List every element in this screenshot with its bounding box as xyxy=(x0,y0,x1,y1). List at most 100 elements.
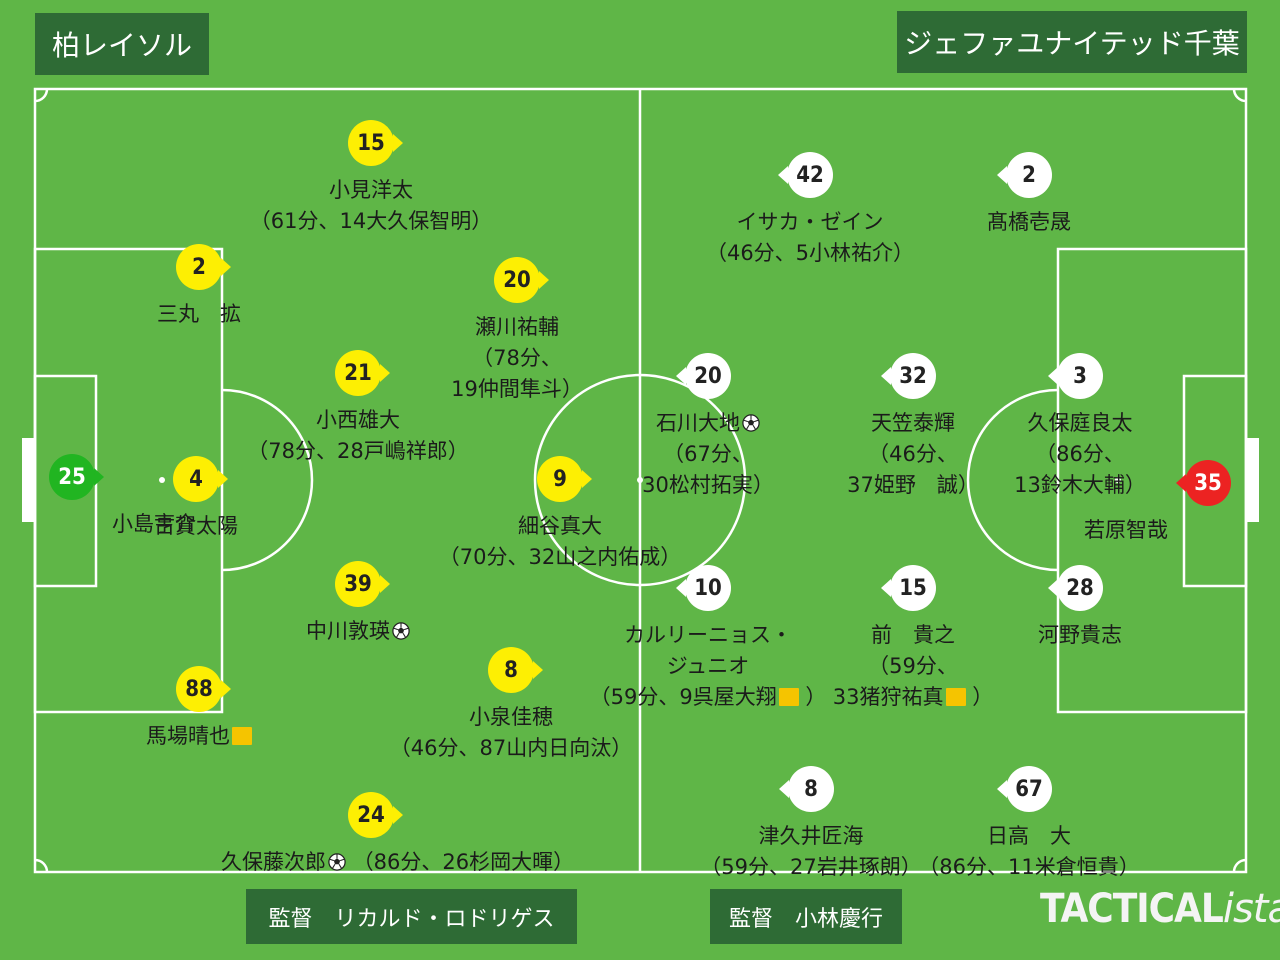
direction-arrow-icon xyxy=(997,780,1007,798)
player-label: 小西雄大 （78分、28戸嶋祥郎） xyxy=(208,405,508,467)
direction-arrow-icon xyxy=(1048,367,1058,385)
yellow-card-icon xyxy=(945,688,966,706)
shirt-number: 20 xyxy=(685,353,731,399)
direction-arrow-icon xyxy=(1176,474,1186,492)
shirt-number: 20 xyxy=(494,257,540,303)
shirt-number: 15 xyxy=(348,120,394,166)
direction-arrow-icon xyxy=(380,575,390,593)
player-label: 髙橋壱晟 xyxy=(879,207,1179,238)
direction-arrow-icon xyxy=(533,661,543,679)
player-label: 石川大地 （67分、 30松村拓実） xyxy=(558,408,858,501)
player-name: 石川大地 xyxy=(558,408,858,439)
player-name: 天笠泰輝 xyxy=(871,411,955,435)
substitution-info: （46分、5小林祐介） xyxy=(705,241,915,265)
player-name: 細谷真大 xyxy=(518,514,602,538)
player-label: 馬場晴也 xyxy=(49,721,349,752)
shirt-number: 9 xyxy=(537,456,583,502)
center-spot xyxy=(637,477,643,483)
corner-arc xyxy=(34,858,49,873)
substitution-info: （86分、26杉岡大暉） xyxy=(346,850,575,874)
substitution-info: 37姫野 誠） xyxy=(847,473,979,497)
direction-arrow-icon xyxy=(997,166,1007,184)
brand-logo: TACTICALista xyxy=(1040,886,1280,950)
player-label: カルリーニョス・ジュニオ （59分、9呉屋大翔 ） xyxy=(558,620,858,713)
away-goal xyxy=(1246,438,1259,522)
player-name: 前 貴之 xyxy=(871,623,955,647)
player-name: 馬場晴也 xyxy=(49,721,349,752)
direction-arrow-icon xyxy=(881,579,891,597)
substitution-info: （59分、9呉屋大翔 ） xyxy=(589,685,827,709)
away-coach: 監督 小林慶行 xyxy=(710,889,902,944)
player-label: 小見洋太（61分、14大久保智明） xyxy=(221,175,521,237)
substitution-info: 30松村拓実） xyxy=(642,473,774,497)
substitution-info: （70分、32山之内佑成） xyxy=(438,545,682,569)
player-label: 前 貴之（59分、33猪狩祐真 ） xyxy=(763,620,1063,713)
substitution-info: （86分、11米倉恒貴） xyxy=(918,855,1140,879)
substitution-info: （86分、 xyxy=(1035,442,1125,466)
direction-arrow-icon xyxy=(218,470,228,488)
player-name: 津久井匠海 xyxy=(758,824,864,848)
player-name: 髙橋壱晟 xyxy=(987,210,1071,234)
substitution-info: （67分、 xyxy=(663,442,753,466)
logo-italic-text: ista xyxy=(1222,886,1280,932)
direction-arrow-icon xyxy=(582,470,592,488)
shirt-number: 39 xyxy=(335,561,381,607)
player-label: 津久井匠海（59分、27岩井琢朗） xyxy=(661,821,961,883)
player-name: 小西雄大 xyxy=(316,408,400,432)
player-name: 小泉佳穂 xyxy=(469,705,553,729)
player-name: 河野貴志 xyxy=(1038,623,1122,647)
home-penalty-spot xyxy=(159,477,165,483)
player-label: 日高 大（86分、11米倉恒貴） xyxy=(879,821,1179,883)
player-label: 小泉佳穂 （46分、87山内日向汰） xyxy=(361,702,661,764)
player-name: 中川敦瑛 xyxy=(208,616,508,647)
player-name: ジュニオ xyxy=(666,654,750,678)
direction-arrow-icon xyxy=(881,367,891,385)
shirt-number: 2 xyxy=(1006,152,1052,198)
player-label: 中川敦瑛 xyxy=(208,616,508,647)
direction-arrow-icon xyxy=(393,134,403,152)
shirt-number: 21 xyxy=(335,350,381,396)
direction-arrow-icon xyxy=(221,258,231,276)
player-name: 小見洋太 xyxy=(329,178,413,202)
shirt-number: 4 xyxy=(173,456,219,502)
player-label: 久保藤次郎 （86分、26杉岡大暉） xyxy=(221,847,575,878)
player-label: 細谷真大 （70分、32山之内佑成） xyxy=(410,511,710,573)
corner-arc xyxy=(34,88,49,103)
direction-arrow-icon xyxy=(779,780,789,798)
direction-arrow-icon xyxy=(221,680,231,698)
yellow-card-icon xyxy=(778,688,799,706)
shirt-number: 10 xyxy=(685,565,731,611)
corner-arc xyxy=(1232,858,1247,873)
direction-arrow-icon xyxy=(676,579,686,597)
shirt-number: 67 xyxy=(1006,766,1052,812)
shirt-number: 88 xyxy=(176,666,222,712)
shirt-number: 3 xyxy=(1057,353,1103,399)
player-label: 古賀太陽 xyxy=(46,511,346,542)
direction-arrow-icon xyxy=(676,367,686,385)
substitution-info: 19仲間隼斗） xyxy=(451,377,583,401)
direction-arrow-icon xyxy=(778,166,788,184)
shirt-number: 28 xyxy=(1057,565,1103,611)
substitution-info: （46分、87山内日向汰） xyxy=(389,736,633,760)
yellow-card-icon xyxy=(232,727,252,745)
player-label: 瀬川祐輔（78分、19仲間隼斗） xyxy=(367,312,667,405)
away-penalty-spot xyxy=(1115,477,1121,483)
goal-ball-icon xyxy=(742,414,760,432)
direction-arrow-icon xyxy=(94,468,104,486)
player-label: 若原智哉 xyxy=(976,515,1276,546)
corner-arc xyxy=(1232,88,1247,103)
shirt-number: 25 xyxy=(49,454,95,500)
player-name: カルリーニョス・ xyxy=(624,623,792,647)
substitution-info: （46分、 xyxy=(868,442,958,466)
direction-arrow-icon xyxy=(393,806,403,824)
player-name: 瀬川祐輔 xyxy=(475,315,559,339)
player-name: 久保藤次郎 （86分、26杉岡大暉） xyxy=(221,850,575,874)
shirt-number: 8 xyxy=(488,647,534,693)
away-team-name: ジェファユナイテッド千葉 xyxy=(897,11,1247,73)
goal-ball-icon xyxy=(392,622,410,640)
player-name: 小島亨介 xyxy=(112,512,196,536)
shirt-number: 42 xyxy=(787,152,833,198)
substitution-info: （78分、28戸嶋祥郎） xyxy=(247,439,469,463)
